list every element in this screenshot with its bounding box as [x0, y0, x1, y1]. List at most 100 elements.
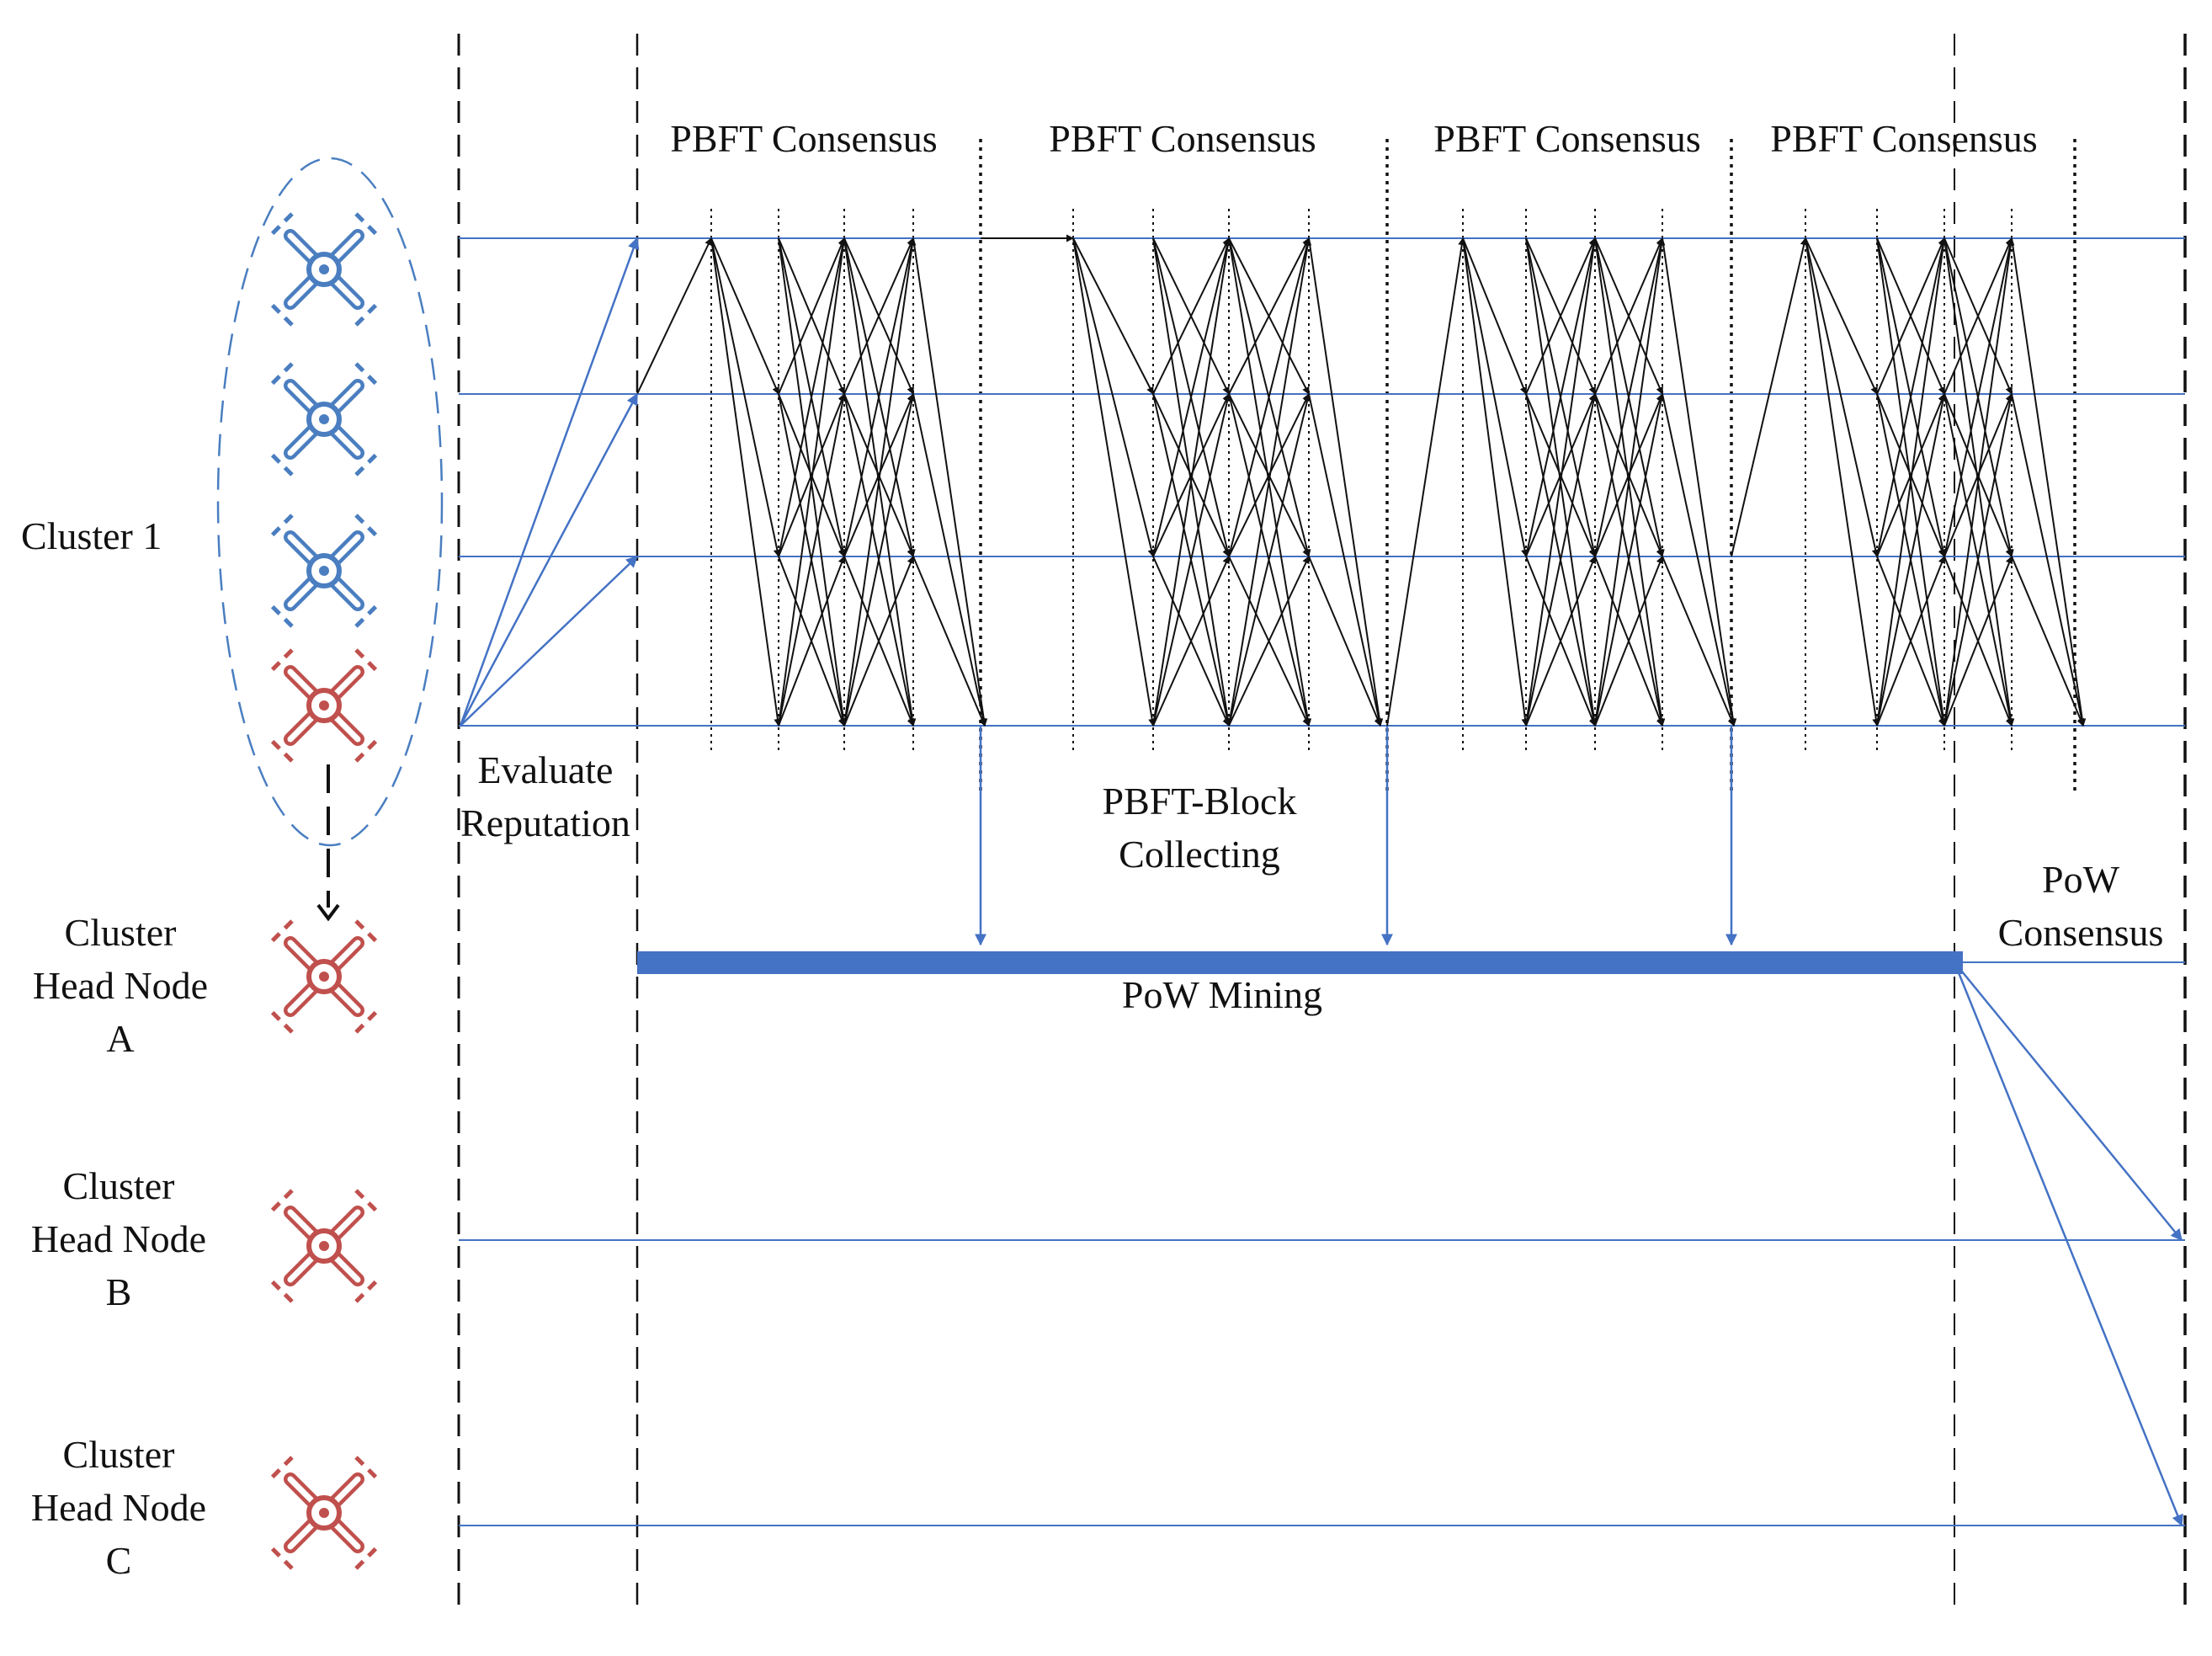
blue-flows [459, 237, 2183, 1527]
pbft-message-arrow [1152, 556, 1230, 727]
pbft-message-arrow [1072, 237, 1156, 557]
head-a-label: Cluster Head Node A [33, 911, 208, 1060]
cluster-head-b-drone-icon [267, 1189, 381, 1303]
pow-consensus-label-2: Consensus [1998, 911, 2164, 954]
cluster-member-2-drone-icon [267, 362, 381, 477]
reputation-arrow [459, 392, 639, 727]
head-c-label: Cluster Head Node C [31, 1433, 206, 1582]
pbft-message-arrow [912, 556, 986, 727]
pbft-message-arrow [1152, 393, 1230, 557]
pbft-message-arrow [1876, 393, 1946, 557]
pbft-message-arrow [843, 237, 914, 395]
pbft-message-arrow [1228, 237, 1310, 395]
head-a-line-3: A [106, 1017, 134, 1060]
head-b-line-3: B [106, 1270, 132, 1313]
pbft-message-arrow [778, 556, 846, 727]
pbft-message-arrow [1308, 237, 1384, 727]
pbft-message-arrow [1594, 393, 1664, 557]
pbft-message-arrow [1594, 556, 1664, 727]
pbft-message-arrow [843, 237, 916, 557]
pbft-message-arrow [1462, 237, 1529, 557]
pbft-message-arrow [1662, 237, 1737, 727]
pbft-message-arrow [1876, 237, 1945, 395]
pbft-message-arrow [1876, 237, 1947, 557]
pbft-message-arrow [1876, 556, 1946, 727]
pbft-message-arrow [1228, 237, 1311, 557]
cluster-head-c-drone-icon [267, 1456, 381, 1570]
pow-broadcast-arrow [1954, 961, 2183, 1242]
pbft-messages [636, 234, 2087, 727]
pbft-message-arrow [1525, 237, 1598, 727]
pbft-message-arrow [1525, 393, 1598, 727]
pbft-message-arrow [1308, 393, 1383, 727]
pbft-message-arrow [1805, 237, 1880, 557]
pbft-phase-label-1: PBFT Consensus [670, 117, 937, 160]
pbft-message-arrow [710, 237, 781, 557]
pbft-message-arrow [778, 237, 845, 395]
pow-consensus-label-1: PoW [2042, 858, 2120, 901]
pbft-message-arrow [1731, 237, 1808, 557]
pbft-message-arrow [1152, 237, 1232, 727]
pbft-message-arrow [1462, 237, 1528, 395]
pbft-message-arrow [710, 237, 779, 395]
pbft-message-arrow [1594, 393, 1665, 727]
head-b-label: Cluster Head Node B [31, 1164, 206, 1313]
pbft-message-arrow [1525, 237, 1598, 557]
head-c-line-2: Head Node [31, 1486, 206, 1529]
pbft-message-arrow [1943, 393, 2013, 557]
pbft-message-arrow [1228, 393, 1310, 557]
pbft-message-arrow [1228, 556, 1310, 727]
cluster-boundary [216, 157, 444, 847]
pbft-message-arrow [1876, 237, 1948, 727]
head-b-line-2: Head Node [31, 1217, 206, 1260]
pbft-message-arrow [1943, 237, 2015, 727]
pbft-message-arrow [778, 393, 846, 557]
pbft-message-arrow [843, 393, 914, 557]
head-c-line-3: C [106, 1539, 132, 1582]
pbft-message-arrow [636, 237, 712, 395]
pbft-message-arrow [912, 393, 987, 727]
pbft-message-arrow [843, 556, 915, 727]
pbft-block-label-2: Collecting [1119, 833, 1280, 876]
pbft-message-arrow [1525, 393, 1596, 557]
arrowhead-down-icon [316, 903, 340, 922]
drone-nodes [267, 212, 381, 1570]
pbft-message-arrow [1152, 237, 1230, 395]
cluster-label: Cluster 1 [21, 514, 162, 557]
pow-mining-bar [637, 951, 1963, 974]
pbft-message-arrow [843, 237, 917, 727]
pbft-message-arrow [778, 393, 847, 727]
pbft-message-arrow [1525, 237, 1596, 395]
pbft-message-arrow [1943, 393, 2014, 727]
pbft-message-arrow [1943, 237, 2014, 557]
pbft-message-arrow [1525, 556, 1597, 727]
pbft-message-arrow [1805, 237, 1878, 395]
pbft-message-arrow [843, 393, 916, 727]
pbft-message-arrow [1594, 237, 1665, 557]
pbft-message-arrow [778, 237, 847, 557]
pbft-message-arrow [1228, 393, 1311, 727]
head-b-line-1: Cluster [63, 1164, 175, 1207]
pbft-message-arrow [710, 237, 782, 727]
cluster-member-4-drone-icon [267, 648, 381, 763]
pbft-message-arrow [1386, 237, 1466, 727]
pbft-message-arrow [1072, 237, 1154, 395]
pow-mining-label: PoW Mining [1122, 973, 1322, 1016]
cluster-head-a-drone-icon [267, 919, 381, 1034]
pbft-message-arrow [1876, 393, 1947, 727]
pbft-message-arrow [1805, 237, 1880, 727]
pbft-message-arrow [1943, 556, 2013, 727]
cluster-member-1-drone-icon [267, 212, 381, 327]
evaluate-label-1: Evaluate [478, 748, 614, 791]
phase-guides [457, 34, 2187, 1612]
cluster-member-3-drone-icon [267, 514, 381, 628]
head-c-line-1: Cluster [63, 1433, 175, 1476]
reputation-arrow [459, 237, 640, 727]
pbft-message-arrow [1943, 237, 2013, 395]
pbft-message-arrow [912, 237, 988, 727]
pbft-message-arrow [1308, 556, 1381, 727]
pbft-message-arrow [778, 237, 848, 727]
pbft-message-arrow [1152, 237, 1231, 557]
pbft-message-arrow [1462, 237, 1529, 727]
head-a-line-2: Head Node [33, 964, 208, 1007]
